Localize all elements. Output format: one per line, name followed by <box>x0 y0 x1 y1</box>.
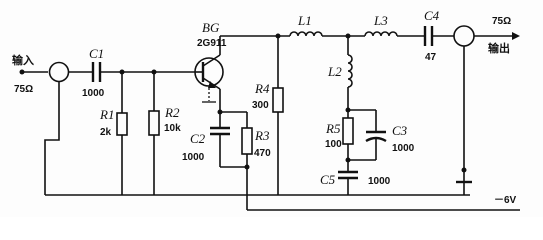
supply-label: －6V <box>494 195 517 206</box>
resistor-r4 <box>272 36 284 195</box>
output-label: 输出 <box>488 41 510 55</box>
collector-line <box>220 33 290 39</box>
c1-value: 1000 <box>82 88 105 99</box>
c3-value: 1000 <box>392 143 415 154</box>
c1-ref: C1 <box>89 46 104 61</box>
r1-value: 2k <box>100 127 112 138</box>
l1-ref: L1 <box>297 13 312 28</box>
capacitor-c1 <box>91 62 196 82</box>
c5-value: 1000 <box>368 176 391 187</box>
c2-value: 1000 <box>182 152 205 163</box>
capacitor-c5 <box>338 160 358 195</box>
r3-value: 470 <box>254 148 271 159</box>
input-impedance: 75Ω <box>14 84 33 95</box>
inductor-l1 <box>289 31 365 39</box>
c5-ref: C5 <box>320 172 336 187</box>
c4-ref: C4 <box>424 8 440 23</box>
l3-ref: L3 <box>373 13 388 28</box>
c4-value: 47 <box>425 52 437 63</box>
junction-dot <box>244 164 250 170</box>
r1-ref: R1 <box>99 107 114 122</box>
circuit-diagram: 输入 75Ω C1 1000 R1 2k R2 10k BG 2G911 C2 … <box>12 8 520 211</box>
resistor-r2 <box>148 72 160 195</box>
inductor-l3 <box>364 31 425 37</box>
capacitor-c2 <box>210 112 230 167</box>
transistor-part: 2G911 <box>197 38 227 49</box>
c2-ref: C2 <box>190 131 206 146</box>
c3-ref: C3 <box>392 123 408 138</box>
l2-ref: L2 <box>327 64 342 79</box>
inductor-l2 <box>345 36 353 113</box>
input-terminal <box>19 69 48 75</box>
resistor-r5 <box>342 110 354 163</box>
r4-value: 300 <box>252 100 269 111</box>
r5-value: 100 <box>325 139 342 150</box>
output-coax-connector <box>453 25 520 195</box>
capacitor-c3 <box>348 109 387 161</box>
transistor-ref: BG <box>202 20 220 35</box>
shield-ground <box>202 88 216 103</box>
r2-value: 10k <box>164 123 181 134</box>
schematic: 输入 75Ω C1 1000 R1 2k R2 10k BG 2G911 C2 … <box>12 8 520 211</box>
output-impedance: 75Ω <box>492 16 511 27</box>
r3-ref: R3 <box>254 128 270 143</box>
r4-ref: R4 <box>254 81 270 96</box>
input-label: 输入 <box>12 53 34 67</box>
input-coax-connector <box>44 61 93 195</box>
r5-ref: R5 <box>325 121 341 136</box>
transistor-bg <box>194 36 224 112</box>
resistor-r3 <box>241 112 253 210</box>
r2-ref: R2 <box>164 105 180 120</box>
capacitor-c4 <box>423 26 454 46</box>
emitter-network <box>217 109 247 115</box>
resistor-r1 <box>116 72 128 195</box>
